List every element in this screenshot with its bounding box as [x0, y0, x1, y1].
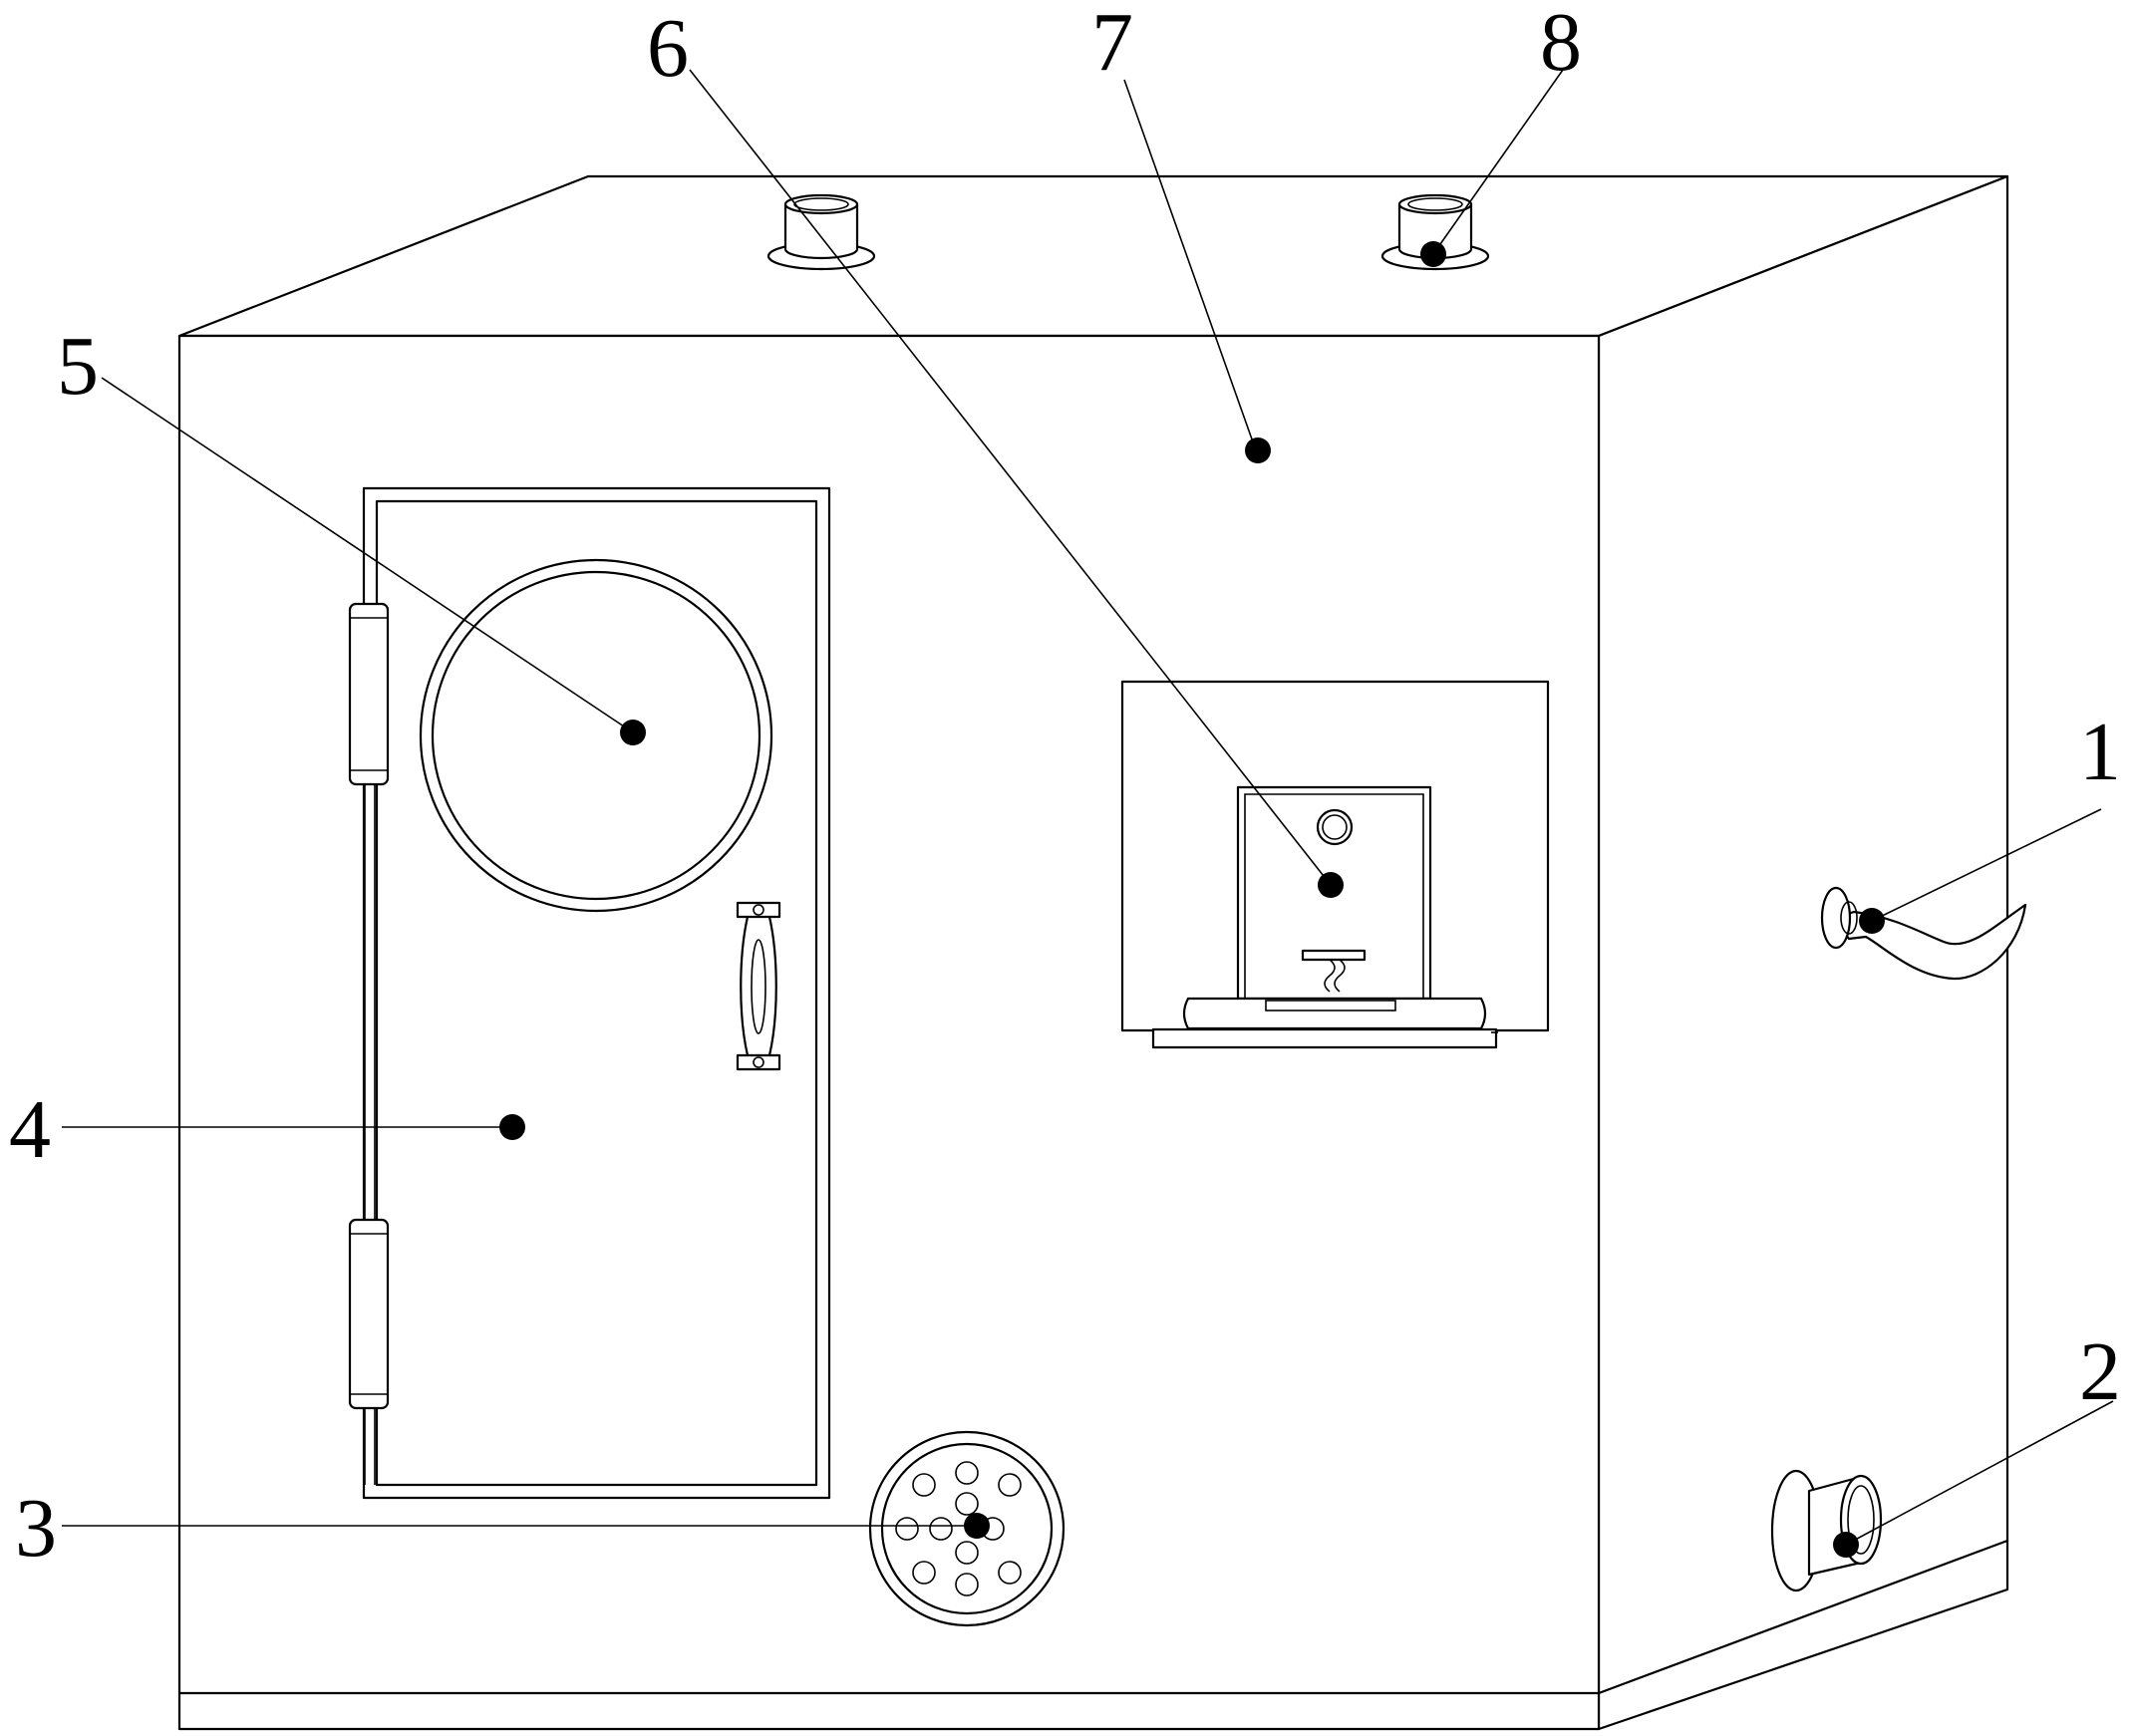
reference-numerals: 1 2 3 4 5 6 7 8 — [9, 0, 2121, 1575]
base-line-side — [1597, 1539, 2009, 1695]
label-2: 2 — [2079, 1325, 2121, 1418]
top-pipe-right — [1380, 193, 1490, 271]
label-8: 8 — [1540, 0, 1582, 89]
label-4: 4 — [9, 1083, 51, 1176]
vent — [868, 1430, 1066, 1627]
door — [362, 486, 831, 1500]
hinge-upper — [348, 602, 390, 786]
door-window — [419, 558, 773, 913]
label-6: 6 — [647, 2, 689, 95]
cabinet — [177, 174, 2009, 1731]
top-pipe-left — [766, 193, 876, 271]
label-3: 3 — [15, 1482, 57, 1575]
leader-lines — [62, 69, 2114, 1546]
door-handle — [736, 901, 781, 1071]
hinge-lower — [348, 1218, 390, 1410]
marker-dots — [499, 241, 1885, 1558]
label-5: 5 — [57, 320, 99, 413]
label-7: 7 — [1091, 0, 1133, 89]
label-1: 1 — [2079, 706, 2121, 798]
